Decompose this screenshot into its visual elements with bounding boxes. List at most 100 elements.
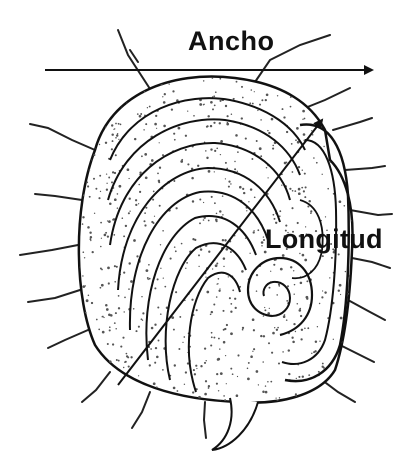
stipple-dot [86,115,88,117]
stipple-dot [216,147,218,149]
stipple-dot [256,274,258,276]
stipple-dot [89,231,91,233]
stipple-dot [106,173,107,174]
stipple-dot [171,108,173,110]
stipple-dot [351,297,353,299]
stipple-dot [359,79,360,80]
stipple-dot [216,383,218,385]
stipple-dot [101,284,104,287]
stipple-dot [206,291,209,294]
stipple-dot [76,358,79,361]
stipple-dot [345,271,346,272]
stipple-dot [138,184,140,186]
stipple-dot [256,140,258,142]
stipple-dot [128,288,130,290]
stipple-dot [135,204,137,206]
stipple-dot [185,371,187,373]
stipple-dot [307,205,309,207]
stipple-dot [212,268,213,269]
stipple-dot [119,185,122,188]
stipple-dot [268,342,270,344]
stipple-dot [234,161,235,162]
stipple-dot [213,337,215,339]
stipple-dot [123,235,125,237]
stipple-dot [331,122,333,124]
stipple-dot [74,235,76,237]
stipple-dot [87,226,90,229]
stipple-dot [344,372,346,374]
stipple-dot [103,317,104,318]
stipple-dot [136,255,138,257]
stipple-dot [353,195,355,197]
stipple-dot [223,266,224,267]
stipple-dot [114,128,115,129]
stipple-dot [205,276,206,277]
stipple-dot [252,103,254,105]
stipple-dot [100,222,102,224]
stipple-dot [270,271,271,272]
stipple-dot [266,93,269,96]
stipple-dot [294,190,296,192]
stipple-dot [214,171,215,172]
stipple-dot [231,114,232,115]
stipple-dot [340,294,341,295]
stipple-dot [111,148,113,150]
stipple-dot [329,277,330,278]
stipple-dot [106,308,109,311]
stipple-dot [179,316,181,318]
stipple-dot [344,154,346,156]
stipple-dot [276,294,278,296]
stipple-dot [259,104,261,106]
stipple-dot [141,318,143,320]
stipple-dot [340,317,343,320]
stipple-dot [207,125,209,127]
stipple-dot [87,185,89,187]
stipple-dot [105,304,108,307]
stipple-dot [288,349,290,351]
stipple-dot [91,302,93,304]
stipple-dot [252,351,253,352]
stipple-dot [126,353,128,355]
stipple-dot [128,212,130,214]
stipple-dot [290,96,292,98]
stipple-dot [283,116,285,118]
stipple-dot [226,324,228,326]
stipple-dot [104,79,105,80]
stipple-dot [357,292,358,293]
stipple-dot [102,316,104,318]
stipple-dot [99,144,100,145]
stipple-dot [80,399,82,401]
stipple-dot [122,337,124,339]
stipple-dot [317,326,318,327]
stipple-dot [155,347,157,349]
stipple-dot [200,365,202,367]
stipple-dot [123,272,125,274]
stipple-dot [123,367,124,368]
stipple-dot [257,229,259,231]
stipple-dot [234,298,236,300]
stipple-dot [76,193,78,195]
stipple-dot [126,355,128,357]
stipple-dot [293,270,294,271]
stipple-dot [164,93,166,95]
stipple-dot [108,220,111,223]
stipple-dot [219,100,221,102]
stipple-dot [160,268,161,269]
stipple-dot [82,216,84,218]
stipple-dot [107,220,108,221]
stipple-dot [79,134,81,136]
stipple-dot [219,403,221,405]
stipple-dot [76,272,78,274]
stipple-dot [260,335,262,337]
stipple-dot [224,404,226,406]
stipple-dot [269,308,270,309]
stipple-dot [230,303,232,305]
stipple-dot [263,335,265,337]
stipple-dot [261,245,263,247]
stipple-dot [110,77,112,79]
stipple-dot [153,382,156,385]
stipple-dot [141,155,143,157]
stipple-dot [306,298,308,300]
stipple-dot [97,380,99,382]
stipple-dot [220,154,221,155]
